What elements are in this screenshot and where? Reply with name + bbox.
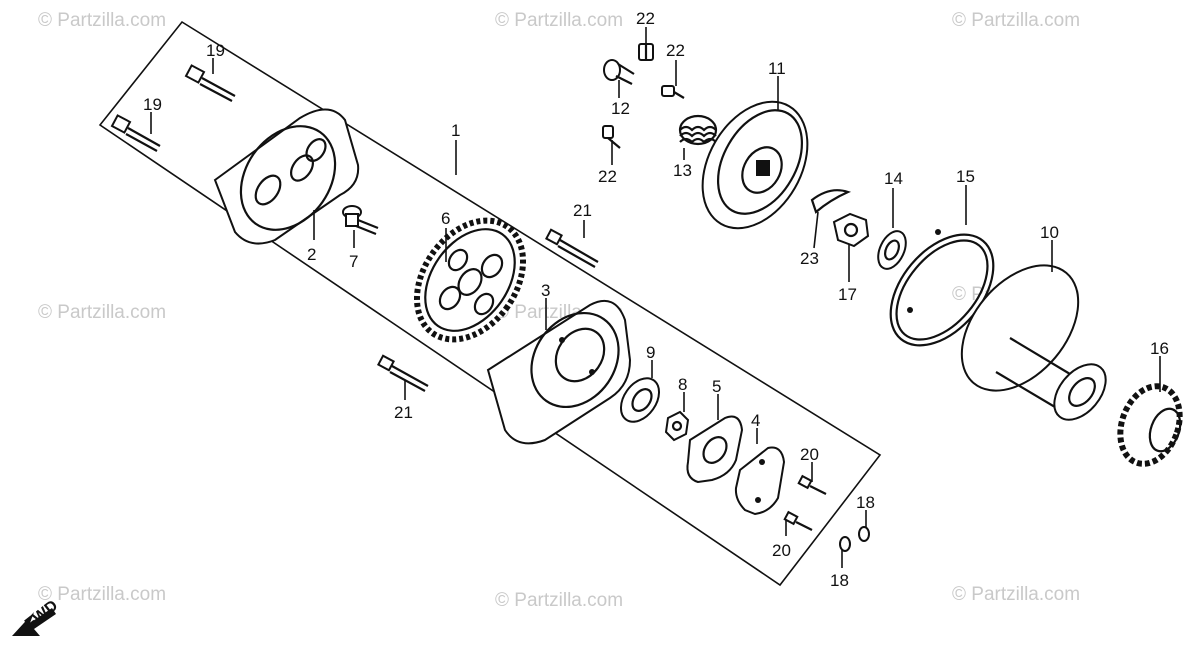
callout-12: 12	[611, 99, 630, 118]
bolt-21-upper	[545, 228, 599, 268]
callout-10: 10	[1040, 223, 1059, 242]
leader-lines	[150, 27, 1161, 568]
watermark-bottom-left: © Partzilla.com	[38, 584, 166, 605]
pin-12	[603, 59, 635, 85]
bolt-19-upper	[184, 64, 236, 102]
callout-numbers: 19 19 1 2 7 6 21 3 21 9 8 5 4 20 20 18 1…	[143, 9, 1169, 590]
callout-2: 2	[307, 245, 316, 264]
watermark-top-left: © Partzilla.com	[38, 10, 166, 31]
plate-4	[734, 446, 786, 516]
bolt-19-lower	[110, 114, 161, 152]
watermark-top-center: © Partzilla.com	[495, 10, 623, 31]
spring-13	[678, 114, 718, 146]
washer-18-upper	[858, 526, 870, 542]
watermark-bottom-center: © Partzilla.com	[495, 590, 623, 611]
callout-19-upper: 19	[206, 41, 225, 60]
pump-body-3	[486, 300, 632, 445]
washer-18-lower	[839, 536, 851, 552]
watermark-top-right: © Partzilla.com	[952, 10, 1080, 31]
callout-1: 1	[451, 121, 460, 140]
callout-16: 16	[1150, 339, 1169, 358]
callout-18-upper: 18	[856, 493, 875, 512]
callout-14: 14	[884, 169, 903, 188]
pump-cover-2	[213, 108, 360, 245]
callout-19-lower: 19	[143, 95, 162, 114]
callout-17: 17	[838, 285, 857, 304]
callout-21-lower: 21	[394, 403, 413, 422]
callout-22-middle: 22	[666, 41, 685, 60]
bolt-22-lower	[602, 125, 621, 149]
callout-13: 13	[673, 161, 692, 180]
outer-rotor-9	[619, 377, 661, 423]
nut-17	[832, 212, 870, 248]
bolt-22-top	[638, 43, 654, 61]
watermark-bottom-right: © Partzilla.com	[952, 584, 1080, 605]
callout-23: 23	[800, 249, 819, 268]
callout-4: 4	[751, 411, 760, 430]
callout-11: 11	[768, 59, 786, 78]
driven-gear-6	[413, 217, 527, 343]
callout-22-top: 22	[636, 9, 655, 28]
callout-20-upper: 20	[800, 445, 819, 464]
housing-10	[960, 264, 1107, 421]
callout-18-lower: 18	[830, 571, 849, 590]
callout-22-lower: 22	[598, 167, 617, 186]
callout-8: 8	[678, 375, 687, 394]
gear-16	[1117, 383, 1183, 467]
callout-7: 7	[349, 252, 358, 271]
screw-20-lower	[783, 510, 813, 531]
callout-21-upper: 21	[573, 201, 592, 220]
clip-23	[810, 189, 852, 214]
washer-14	[877, 230, 907, 270]
watermark-middle-left: © Partzilla.com	[38, 302, 166, 323]
callout-3: 3	[541, 281, 550, 300]
bolt-22-middle	[661, 85, 685, 99]
pin-7	[342, 205, 379, 236]
rotor-11	[701, 100, 809, 230]
callout-20-lower: 20	[772, 541, 791, 560]
watermarks: © Partzilla.com © Partzilla.com © Partzi…	[38, 10, 1080, 611]
callout-5: 5	[712, 377, 721, 396]
callout-6: 6	[441, 209, 450, 228]
screw-20-upper	[797, 474, 827, 495]
gasket-5	[686, 415, 744, 484]
inner-rotor-8	[664, 410, 690, 442]
callout-9: 9	[646, 343, 655, 362]
fwd-arrow-icon: FWD	[12, 597, 61, 636]
callout-15: 15	[956, 167, 975, 186]
bolt-21-lower	[377, 354, 429, 392]
